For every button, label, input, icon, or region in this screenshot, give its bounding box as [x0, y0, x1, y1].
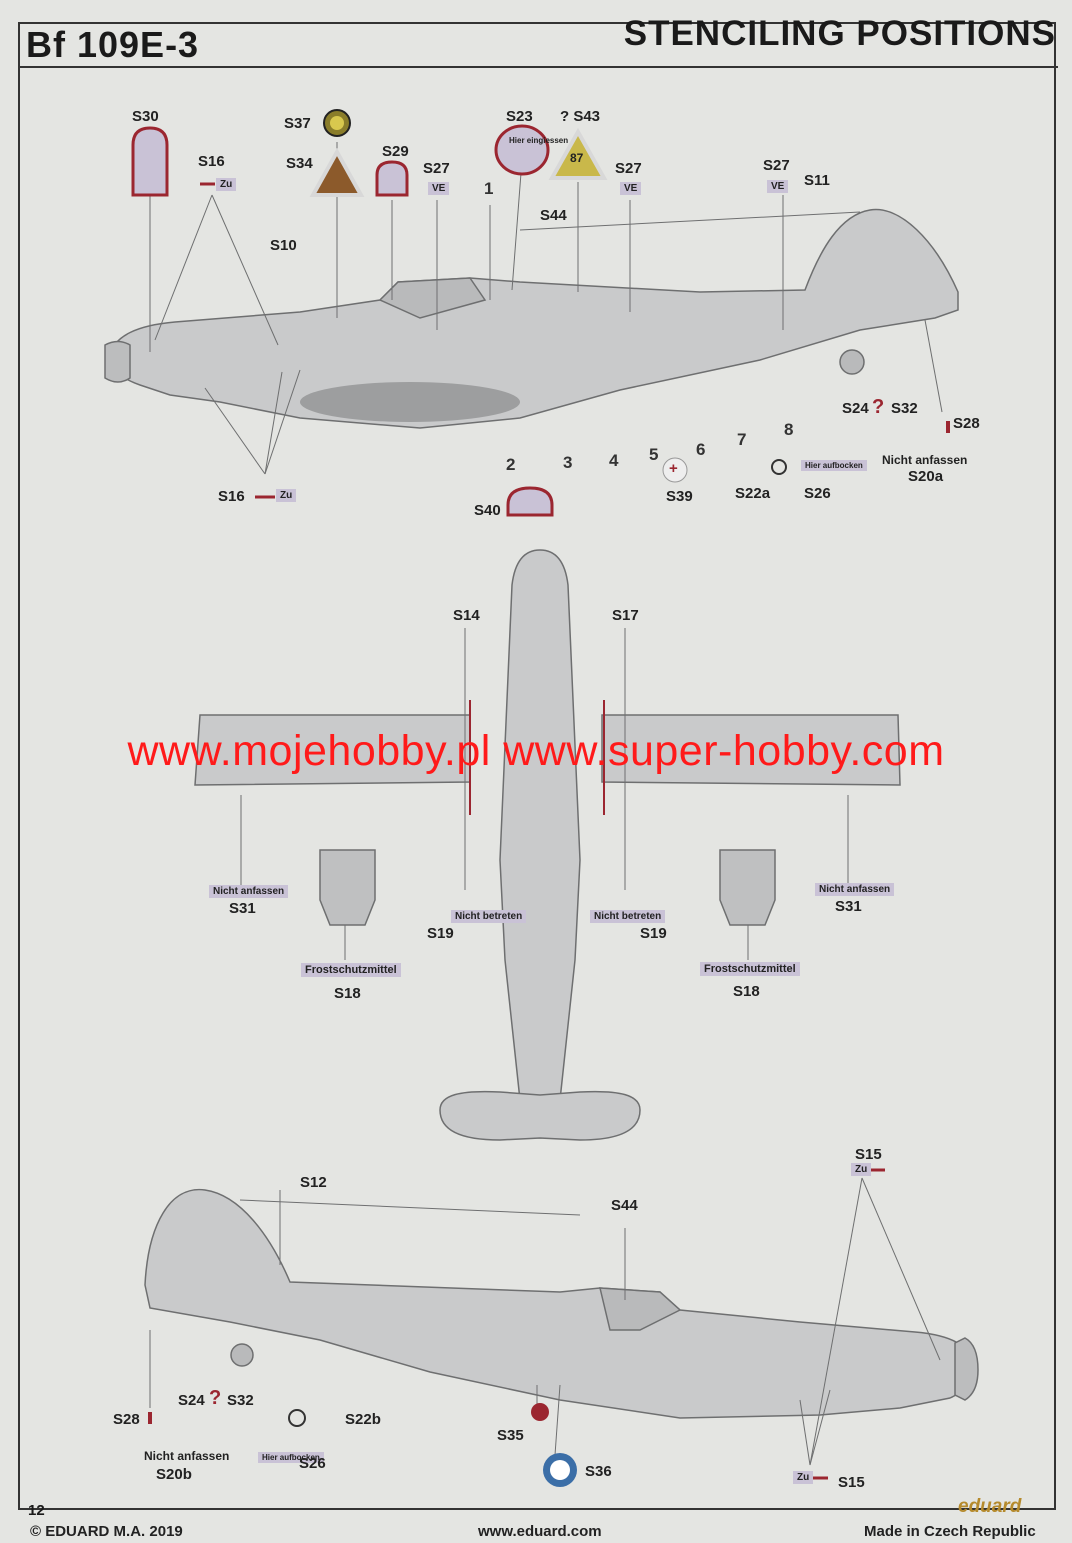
stencil-label-s32-top: S32 — [891, 400, 918, 417]
stencil-label-s16-top: S16 — [198, 153, 225, 170]
header-divider — [18, 66, 1058, 68]
plate-ve-a: VE — [428, 182, 450, 195]
stencil-label-s19-right: S19 — [640, 925, 667, 942]
stencil-label-s28-bottom: S28 — [113, 1411, 140, 1428]
frame-number-6: 6 — [696, 440, 706, 459]
stencil-label-s26-top: S26 — [804, 485, 831, 502]
plate-frostschutz-a: Frostschutzmittel — [301, 963, 401, 977]
frame-number-5: 5 — [649, 445, 659, 464]
plate-ve-c: VE — [767, 180, 789, 193]
stencil-label-s39: S39 — [666, 488, 693, 505]
origin: Made in Czech Republic — [864, 1523, 1036, 1540]
stencil-label-s44-bottom: S44 — [611, 1197, 638, 1214]
frame-number-7: 7 — [737, 430, 747, 449]
section-title: STENCILING POSITIONS — [623, 14, 1056, 53]
stencil-label-s36: S36 — [585, 1463, 612, 1480]
stencil-label-s31-left: S31 — [229, 900, 256, 917]
stencil-label-s27c: S27 — [763, 157, 790, 174]
stencil-label-s40: S40 — [474, 502, 501, 519]
stencil-label-s28-top: S28 — [953, 415, 980, 432]
frame-number-8: 8 — [784, 420, 794, 439]
plate-s43-number: 87 — [570, 151, 584, 165]
plan-view — [194, 549, 901, 1141]
frame-number-1: 1 — [484, 179, 494, 198]
stencil-label-s16-bottom: S16 — [218, 488, 245, 505]
plate-zu: Zu — [216, 178, 237, 191]
eduard-logo: eduard — [958, 1496, 1022, 1517]
stencil-label-s23: S23 — [506, 108, 533, 125]
stencil-label-s35: S35 — [497, 1427, 524, 1444]
stencil-label-s24-top: S24 — [842, 400, 869, 417]
stencil-label-s14: S14 — [453, 607, 480, 624]
stencil-label-s18-left: S18 — [334, 985, 361, 1002]
stencil-label-s22b: S22b — [345, 1411, 381, 1428]
stencil-label-s32-bottom: S32 — [227, 1392, 254, 1409]
plate-hier-aufbocken-a: Hier aufbocken — [801, 460, 867, 471]
plate-zu-b: Zu — [276, 489, 297, 502]
stencil-label-s17: S17 — [612, 607, 639, 624]
stencil-label-s10: S10 — [270, 237, 297, 254]
plate-frostschutz-b: Frostschutzmittel — [700, 962, 800, 976]
side-view-right — [144, 1188, 979, 1419]
plate-nicht-anfassen-c: Nicht anfassen — [815, 883, 895, 896]
page-frame — [18, 22, 1056, 1510]
stencil-label-s30: S30 — [132, 108, 159, 125]
plate-hier-aufbocken-b: Hier aufbocken — [258, 1452, 324, 1463]
question-mark-bottom: ? — [209, 1387, 222, 1409]
copyright: © EDUARD M.A. 2019 — [30, 1523, 183, 1540]
stencil-label-s34: S34 — [286, 155, 313, 172]
stencil-label-s15-bottom: S15 — [838, 1474, 865, 1491]
stencil-label-s24-bottom: S24 — [178, 1392, 205, 1409]
frame-number-4: 4 — [609, 451, 619, 470]
watermark: www.mojehobby.pl www.super-hobby.com — [127, 727, 945, 775]
plate-ve-b: VE — [620, 182, 642, 195]
website: www.eduard.com — [478, 1523, 602, 1540]
side-view-left — [104, 208, 959, 429]
stencil-label-s27b: S27 — [615, 160, 642, 177]
stencil-label-s18-right: S18 — [733, 983, 760, 1000]
stencil-symbols — [131, 109, 950, 1487]
stencil-label-s44-top: S44 — [540, 207, 567, 224]
plate-zu-c: Zu — [851, 1163, 872, 1176]
stencil-label-s11: S11 — [804, 172, 830, 189]
stencil-label-s27a: S27 — [423, 160, 450, 177]
stencil-label-s37: S37 — [284, 115, 311, 132]
stencil-label-s29: S29 — [382, 143, 409, 160]
stencil-label-s20a: S20a — [908, 468, 944, 485]
stencil-label-s43: ? S43 — [560, 108, 601, 125]
stencil-label-s31-right: S31 — [835, 898, 862, 915]
plate-zu-d: Zu — [793, 1471, 814, 1484]
stencil-label-s12: S12 — [300, 1174, 327, 1191]
plate-nicht-betreten-a: Nicht betreten — [451, 910, 527, 923]
stencil-label-s26-bottom: S26 — [299, 1455, 326, 1472]
plate-hier-eingiessen: Hier eingiessen — [509, 136, 569, 145]
stencil-label-s15-top: S15 — [855, 1146, 882, 1163]
plate-nicht-betreten-b: Nicht betreten — [590, 910, 666, 923]
red-cross-symbol: + — [669, 460, 678, 477]
model-title: Bf 109E-3 — [26, 24, 200, 65]
plate-nicht-anfassen-a: Nicht anfassen — [882, 453, 968, 467]
plate-nicht-anfassen-d: Nicht anfassen — [144, 1449, 230, 1463]
page-number: 12 — [28, 1502, 45, 1519]
frame-number-2: 2 — [506, 455, 516, 474]
frame-number-3: 3 — [563, 453, 573, 472]
plate-nicht-anfassen-b: Nicht anfassen — [209, 885, 289, 898]
question-mark-top: ? — [872, 396, 885, 418]
stencil-label-s19-left: S19 — [427, 925, 454, 942]
stencil-label-s22a: S22a — [735, 485, 771, 502]
stencil-label-s20b: S20b — [156, 1466, 192, 1483]
